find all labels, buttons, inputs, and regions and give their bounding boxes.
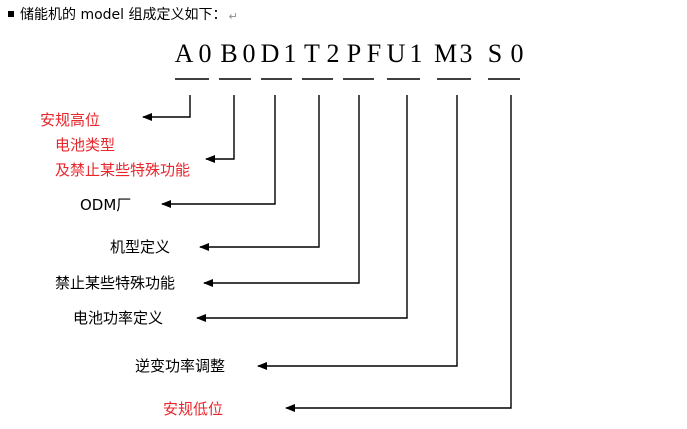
code-char: T	[304, 39, 320, 68]
label-special-functions-1: 及禁止某些特殊功能	[55, 161, 191, 179]
header-line: 储能机的 model 组成定义如下： ↵	[8, 3, 238, 25]
code-char: 1	[283, 39, 297, 68]
label-odm: ODM厂	[80, 196, 132, 214]
code-char: 3	[459, 39, 473, 68]
connector-arrow	[257, 95, 458, 370]
code-char: B	[220, 39, 238, 68]
label-safety-high: 安规高位	[40, 111, 101, 129]
label-inverter-power: 逆变功率调整	[135, 357, 226, 375]
connector-arrow	[203, 95, 360, 287]
label-battery-type: 电池类型	[55, 136, 116, 154]
code-char: U	[386, 39, 406, 68]
bullet-icon	[8, 11, 14, 17]
code-char: F	[366, 39, 382, 68]
code-char: M	[434, 39, 458, 68]
connector-arrow	[285, 95, 512, 412]
code-char: S	[487, 39, 503, 68]
code-char: 1	[409, 39, 423, 68]
code-char: 0	[242, 39, 256, 68]
code-char: 2	[326, 39, 340, 68]
code-char: 0	[510, 39, 524, 68]
label-safety-low: 安规低位	[163, 400, 224, 418]
code-char: P	[346, 39, 362, 68]
paragraph-mark-icon: ↵	[228, 9, 238, 23]
label-model-definition: 机型定义	[110, 238, 171, 256]
connector-arrow	[196, 95, 408, 322]
code-char: D	[260, 39, 280, 68]
connector-arrow	[205, 95, 235, 163]
connector-arrow	[161, 95, 276, 208]
header-text: 储能机的 model 组成定义如下：	[20, 7, 227, 23]
label-battery-power: 电池功率定义	[73, 309, 164, 327]
connector-arrow	[199, 95, 320, 251]
code-char: A	[174, 39, 194, 68]
code-char: 0	[198, 39, 212, 68]
label-special-functions-2: 禁止某些特殊功能	[55, 274, 176, 292]
connector-arrow	[142, 95, 191, 121]
